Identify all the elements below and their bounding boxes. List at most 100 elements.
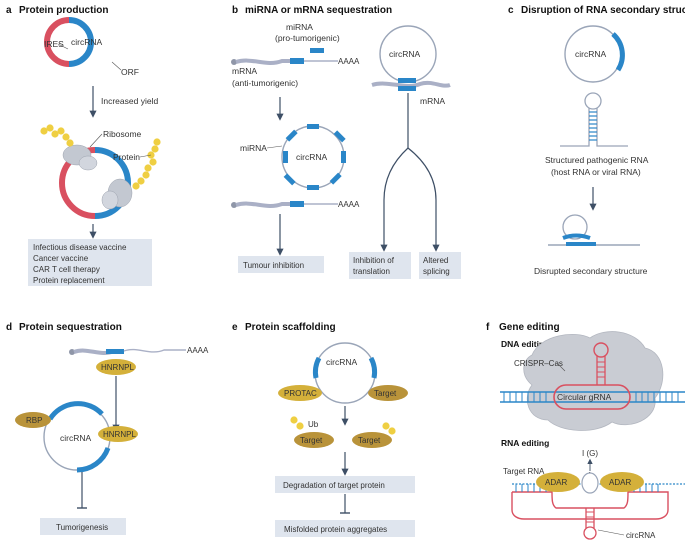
structured-rna <box>560 92 628 147</box>
mirna-leader <box>266 145 283 149</box>
degradation-box <box>275 476 415 493</box>
circrna-label-b2: circRNA <box>389 49 420 59</box>
ribosome-right <box>101 178 133 210</box>
pro-tumorigenic-label: (pro-tumorigenic) <box>275 33 340 43</box>
applications-box <box>28 239 152 286</box>
circrna-label-f: circRNA <box>626 531 656 540</box>
ribosome-small-subunit <box>78 155 98 171</box>
hnrnpl-binding-site <box>76 447 111 473</box>
target-binding-site <box>368 356 378 379</box>
misfolded-label: Misfolded protein aggregates <box>284 525 387 534</box>
ires-arc <box>44 17 70 67</box>
amino-acid-bead <box>142 171 150 179</box>
altered-splicing-box <box>419 252 461 279</box>
panel-f-letter: f <box>486 322 490 333</box>
panel-e: e Protein scaffolding circRNA PROTAC Tar… <box>232 322 415 537</box>
amino-acid-bead <box>51 130 59 138</box>
rna-editing-heading: RNA editing <box>501 438 549 448</box>
mrna-strand <box>235 58 290 65</box>
ubiquitin-bead <box>296 422 304 430</box>
target-mrna-strand <box>371 80 451 88</box>
mre-site <box>290 58 304 64</box>
grna-hairpin <box>593 342 609 385</box>
bound-site <box>562 233 591 240</box>
polya-label-1: AAAA <box>338 57 360 66</box>
mirna-site <box>307 124 319 129</box>
circrna-label-b1: circRNA <box>296 152 327 162</box>
hnrnpl-protein-top <box>96 359 136 375</box>
ribosome-leader <box>89 133 103 148</box>
ubiquitinated-target <box>294 432 334 448</box>
protac-label: PROTAC <box>284 389 317 398</box>
application-item: Infectious disease vaccine <box>33 243 127 252</box>
application-item: CAR T cell therapy <box>33 265 100 274</box>
panel-a: a Protein production IRES circRNA ORF In… <box>6 5 161 286</box>
circrna-label-a: circRNA <box>71 37 102 47</box>
rbp-protein <box>15 412 51 428</box>
host-viral-label: (host RNA or viral RNA) <box>551 167 641 177</box>
rbp-label: RBP <box>26 416 42 425</box>
amino-acid-bead <box>57 127 65 135</box>
ubiquitinated-target-2 <box>352 432 392 448</box>
adar-label-left: ADAR <box>545 478 567 487</box>
protac-binding-site <box>312 356 322 379</box>
scaffold-circrna <box>314 342 376 404</box>
panel-b-title: miRNA or mRNA sequestration <box>245 5 392 16</box>
protein-leader <box>139 154 152 158</box>
target-dna <box>500 391 685 403</box>
amino-acid-bead <box>40 127 48 135</box>
mrna-cap-2 <box>231 202 237 208</box>
orf-leader <box>111 61 122 71</box>
target-label-2: Target <box>300 436 323 445</box>
complementary-site <box>611 32 625 72</box>
amino-acid-bead <box>137 177 145 185</box>
hnrnpl-label-bound: HNRNPL <box>103 430 136 439</box>
mirna-site <box>333 130 346 143</box>
crispr-cas-label: CRISPR–Cas <box>514 359 563 368</box>
circrna-stem-pairs <box>586 511 594 523</box>
mrna-label: mRNA <box>232 66 257 76</box>
dna-rungs <box>503 392 679 402</box>
mirna-site <box>283 151 288 163</box>
orf-arc <box>68 17 94 67</box>
translation-branch-arrow <box>380 147 409 252</box>
mirna-site <box>307 185 319 190</box>
grna-stem-pairs <box>597 361 605 378</box>
disrupted-label: Disrupted secondary structure <box>534 266 648 276</box>
hnrnpl-label-top: HNRNPL <box>101 363 134 372</box>
panel-b-letter: b <box>232 5 238 16</box>
mirna-site <box>329 172 342 185</box>
panel-d: d Protein sequestration AAAA HNRNPL RBP … <box>6 322 209 535</box>
tumorigenesis-label: Tumorigenesis <box>56 523 108 532</box>
panel-d-title: Protein sequestration <box>19 322 122 333</box>
panel-e-letter: e <box>232 322 238 333</box>
circrna-guide-strand <box>512 491 660 509</box>
panel-e-title: Protein scaffolding <box>245 322 336 333</box>
bound-mirna <box>310 48 324 53</box>
bound-circrna <box>562 214 588 240</box>
target-label-1: Target <box>374 389 397 398</box>
inhibition-line-1: Inhibition of <box>353 256 395 265</box>
structured-rna-label: Structured pathogenic RNA <box>545 155 649 165</box>
panel-a-title: Protein production <box>19 5 108 16</box>
circrna-label-c: circRNA <box>575 49 606 59</box>
degradation-label: Degradation of target protein <box>283 481 385 490</box>
amino-acid-bead <box>66 139 74 147</box>
panel-a-letter: a <box>6 5 12 16</box>
application-item: Cancer vaccine <box>33 254 89 263</box>
amino-acid-bead <box>151 145 159 153</box>
tumour-inhibition-box <box>238 256 324 273</box>
binding-element-d <box>106 349 124 354</box>
polya-label-2: AAAA <box>338 200 360 209</box>
adar-enzyme-right <box>600 472 644 492</box>
freed-mrna-strand <box>235 201 290 208</box>
mirna-site <box>283 173 296 186</box>
target-rna-label: Target RNA <box>503 467 545 476</box>
translation-inhibition-box <box>349 252 411 279</box>
tumorigenesis-box <box>40 518 126 535</box>
rna-flank-left <box>560 144 590 147</box>
tumour-inhibition-label: Tumour inhibition <box>243 261 304 270</box>
inosine-label: I (G) <box>582 449 598 458</box>
yield-label: Increased yield <box>101 96 158 106</box>
